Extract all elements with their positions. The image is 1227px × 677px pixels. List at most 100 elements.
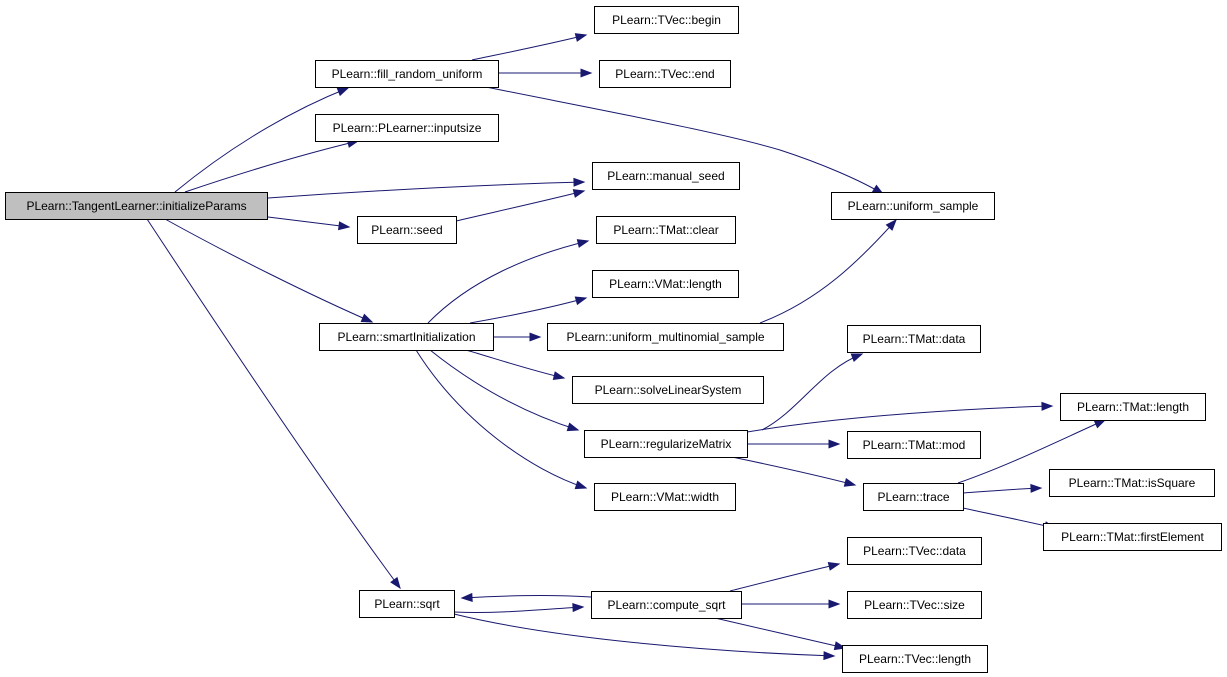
- node-root[interactable]: PLearn::TangentLearner::initializeParams: [5, 192, 268, 220]
- edge-line: [471, 34, 587, 61]
- node-box: [831, 192, 995, 220]
- node-umulti[interactable]: PLearn::uniform_multinomial_sample: [547, 323, 784, 351]
- edge-line: [453, 606, 584, 613]
- node-label: PLearn::sqrt: [374, 597, 440, 611]
- edge-root-to-smart: [164, 218, 374, 323]
- node-label: PLearn::uniform_sample: [848, 199, 979, 213]
- edge-sqrt-to-tvlength: [453, 613, 836, 661]
- edge-umulti-to-usample: [759, 218, 897, 324]
- edge-csqrt-to-sqrt: [460, 592, 592, 602]
- node-box: [319, 323, 494, 351]
- arrowhead-icon: [460, 592, 473, 602]
- node-regm[interactable]: PLearn::regularizeMatrix: [584, 430, 748, 458]
- edge-root-to-fill: [174, 87, 350, 193]
- node-vmwidth[interactable]: PLearn::VMat::width: [594, 483, 736, 511]
- node-usample[interactable]: PLearn::uniform_sample: [831, 192, 995, 220]
- edge-sqrt-to-csqrt: [453, 603, 585, 613]
- edge-line: [465, 349, 565, 379]
- node-box: [592, 162, 740, 190]
- edge-trace-to-tmissq: [962, 483, 1043, 494]
- node-label: PLearn::fill_random_uniform: [332, 67, 483, 81]
- node-solve[interactable]: PLearn::solveLinearSystem: [572, 376, 764, 404]
- node-label: PLearn::smartInitialization: [337, 330, 475, 344]
- edge-line: [146, 218, 401, 589]
- node-label: PLearn::seed: [371, 223, 442, 237]
- arrowhead-icon: [574, 480, 588, 490]
- arrowhead-icon: [572, 189, 586, 198]
- node-box: [847, 431, 981, 459]
- node-tmclear[interactable]: PLearn::TMat::clear: [596, 216, 736, 244]
- edge-smart-to-vmlength: [469, 296, 588, 324]
- arrowhead-icon: [529, 332, 542, 342]
- edge-line: [957, 419, 1106, 484]
- arrowhead-icon: [552, 371, 566, 380]
- edge-line: [429, 349, 579, 431]
- edge-root-to-seed: [267, 216, 351, 231]
- node-tmmod[interactable]: PLearn::TMat::mod: [847, 431, 981, 459]
- node-box: [842, 645, 988, 673]
- edge-trace-to-tmfirst: [962, 507, 1057, 531]
- node-label: PLearn::TMat::mod: [863, 438, 966, 452]
- node-box: [547, 323, 784, 351]
- node-box: [847, 591, 982, 619]
- edge-line: [714, 617, 846, 649]
- arrowhead-icon: [573, 177, 586, 187]
- arrowhead-icon: [572, 603, 585, 613]
- node-smart[interactable]: PLearn::smartInitialization: [319, 323, 494, 351]
- node-tvsize[interactable]: PLearn::TVec::size: [847, 591, 982, 619]
- node-vmlength[interactable]: PLearn::VMat::length: [592, 270, 739, 298]
- node-tvend[interactable]: PLearn::TVec::end: [599, 60, 731, 88]
- edge-line: [455, 190, 585, 222]
- node-fill[interactable]: PLearn::fill_random_uniform: [315, 60, 499, 88]
- arrowhead-icon: [390, 576, 401, 590]
- node-box: [5, 192, 268, 220]
- node-label: PLearn::TMat::length: [1077, 400, 1189, 414]
- arrowhead-icon: [850, 353, 864, 362]
- node-seed[interactable]: PLearn::seed: [357, 216, 457, 244]
- node-label: PLearn::TMat::firstElement: [1061, 530, 1204, 544]
- node-tvbegin[interactable]: PLearn::TVec::begin: [594, 6, 739, 34]
- node-box: [315, 60, 499, 88]
- arrowhead-icon: [885, 218, 897, 231]
- node-label: PLearn::compute_sqrt: [607, 598, 726, 612]
- arrowhead-icon: [336, 87, 350, 97]
- node-inputsize[interactable]: PLearn::PLearner::inputsize: [315, 114, 499, 142]
- node-label: PLearn::solveLinearSystem: [595, 383, 742, 397]
- node-box: [594, 6, 739, 34]
- node-box: [357, 216, 457, 244]
- node-tmdata[interactable]: PLearn::TMat::data: [847, 325, 981, 353]
- arrowhead-icon: [566, 422, 580, 432]
- edge-smart-to-solve: [465, 349, 566, 380]
- arrowhead-icon: [576, 239, 590, 248]
- node-mseed[interactable]: PLearn::manual_seed: [592, 162, 740, 190]
- arrowhead-icon: [823, 651, 836, 661]
- arrowhead-icon: [1093, 419, 1107, 429]
- arrowhead-icon: [360, 313, 374, 323]
- node-label: PLearn::TVec::length: [859, 652, 971, 666]
- edge-regm-to-tmmod: [747, 439, 841, 449]
- edge-regm-to-tmlength: [746, 401, 1054, 433]
- node-tvlength[interactable]: PLearn::TVec::length: [842, 645, 988, 673]
- node-box: [359, 590, 455, 618]
- edge-line: [485, 86, 884, 195]
- node-label: PLearn::uniform_multinomial_sample: [566, 330, 764, 344]
- node-tmlength[interactable]: PLearn::TMat::length: [1060, 393, 1206, 421]
- node-trace[interactable]: PLearn::trace: [863, 483, 964, 511]
- node-csqrt[interactable]: PLearn::compute_sqrt: [591, 591, 742, 619]
- edge-line: [174, 87, 349, 193]
- node-tmissq[interactable]: PLearn::TMat::isSquare: [1049, 469, 1215, 497]
- node-box: [1049, 469, 1215, 497]
- node-label: PLearn::TMat::clear: [613, 223, 718, 237]
- edge-root-to-mseed: [267, 177, 586, 199]
- edge-line: [729, 563, 840, 592]
- node-box: [591, 591, 742, 619]
- node-label: PLearn::TangentLearner::initializeParams: [26, 199, 246, 213]
- node-tmfirst[interactable]: PLearn::TMat::firstElement: [1043, 523, 1222, 551]
- edge-regm-to-trace: [731, 456, 857, 487]
- node-sqrt[interactable]: PLearn::sqrt: [359, 590, 455, 618]
- edge-smart-to-umulti: [492, 332, 542, 342]
- edge-line: [427, 240, 589, 324]
- node-tvdata[interactable]: PLearn::TVec::data: [847, 537, 982, 565]
- edge-fill-to-tvend: [498, 68, 593, 78]
